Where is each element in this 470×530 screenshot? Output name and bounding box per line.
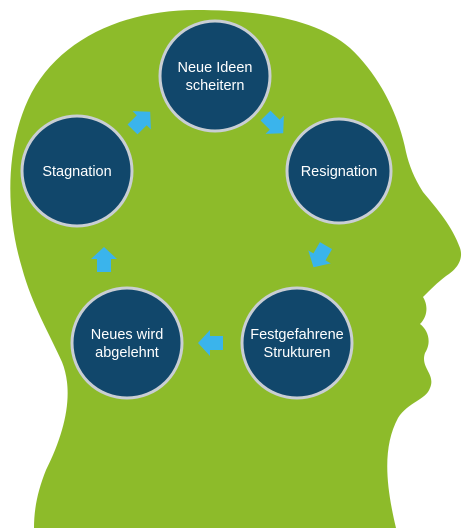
node-label: Resignation bbox=[301, 164, 378, 180]
node-neue-ideen: Neue Ideen scheitern bbox=[158, 19, 272, 133]
cycle-arrow-1 bbox=[260, 110, 284, 134]
node-circle bbox=[285, 117, 393, 225]
node-circle bbox=[240, 286, 354, 400]
cycle-nodes: Neue Ideen scheiternResignationFestgefahr… bbox=[20, 19, 393, 400]
node-label: Neue Ideen bbox=[178, 60, 253, 76]
cycle-arrow-3 bbox=[198, 330, 223, 356]
node-neues-abgelehnt: Neues wird abgelehnt bbox=[70, 286, 184, 400]
node-label: abgelehnt bbox=[95, 345, 159, 361]
node-circle bbox=[20, 114, 134, 228]
node-circle bbox=[70, 286, 184, 400]
cycle-arrow-4 bbox=[91, 247, 117, 272]
cycle-arrows bbox=[91, 110, 333, 356]
node-label: scheitern bbox=[186, 78, 245, 94]
node-label: Strukturen bbox=[264, 345, 331, 361]
cycle-arrow-2 bbox=[308, 242, 333, 268]
node-circle bbox=[158, 19, 272, 133]
node-label: Festgefahrene bbox=[250, 327, 344, 343]
node-stagnation: Stagnation bbox=[20, 114, 134, 228]
cycle-arrow-5 bbox=[127, 111, 151, 135]
node-label: Stagnation bbox=[42, 164, 111, 180]
node-resignation: Resignation bbox=[285, 117, 393, 225]
node-label: Neues wird bbox=[91, 327, 164, 343]
